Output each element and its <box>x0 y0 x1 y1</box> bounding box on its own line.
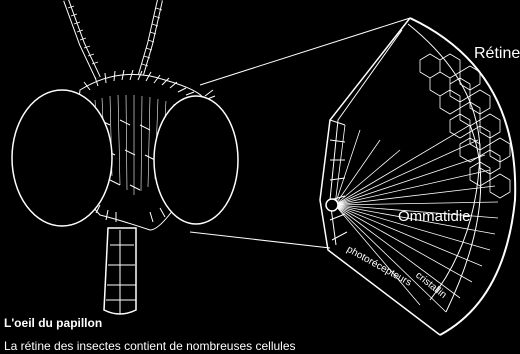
proboscis <box>104 228 136 314</box>
label-ommatidium: Ommatidie <box>398 208 471 225</box>
left-antenna <box>66 0 98 78</box>
left-compound-eye <box>12 90 112 226</box>
label-retina: Rétine <box>474 45 520 63</box>
zoom-line-bottom <box>190 232 330 248</box>
caption-title: L'oeil du papillon <box>4 316 102 330</box>
right-antenna <box>140 0 162 78</box>
caption-text: La rétine des insectes contient de nombr… <box>4 339 296 353</box>
right-compound-eye <box>154 96 238 224</box>
eye-section <box>320 18 515 335</box>
zoom-line-top <box>200 18 410 85</box>
